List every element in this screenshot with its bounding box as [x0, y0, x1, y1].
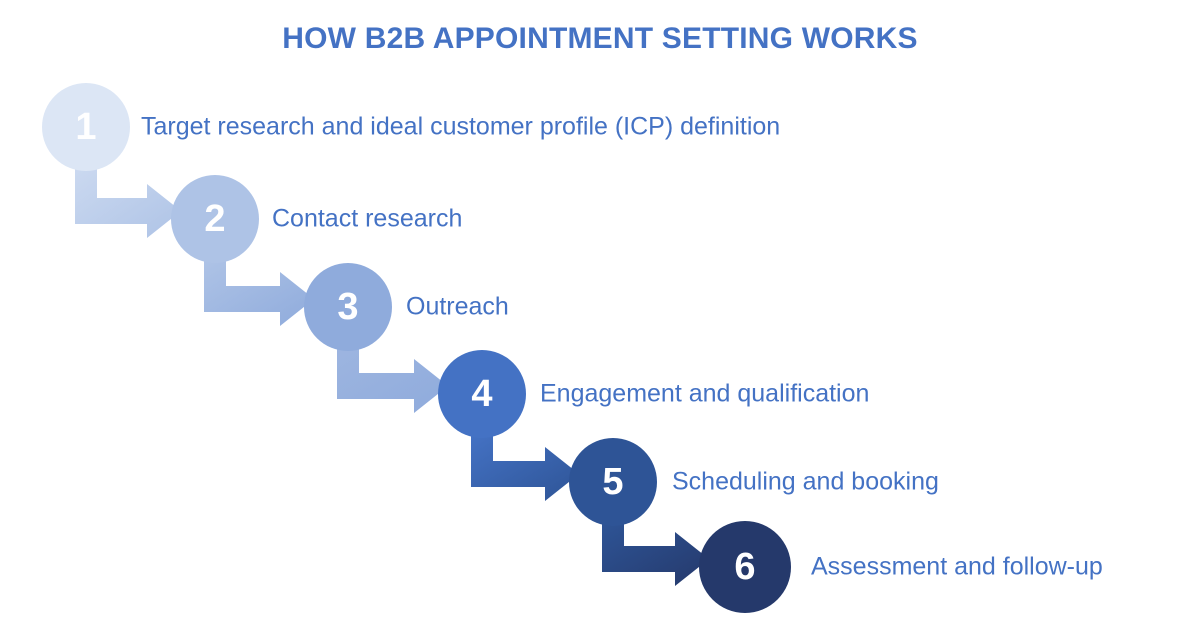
- arrow-5-to-6: [602, 522, 709, 586]
- arrow-3-to-4: [337, 347, 448, 413]
- step-circle-2[interactable]: 2: [171, 175, 259, 263]
- step-circle-5[interactable]: 5: [569, 438, 657, 526]
- step-label-6: Assessment and follow-up: [811, 552, 1103, 581]
- step-circle-6[interactable]: 6: [699, 521, 791, 613]
- step-number-2: 2: [204, 198, 226, 240]
- step-number-6: 6: [734, 546, 756, 588]
- step-number-4: 4: [471, 373, 493, 415]
- step-label-2: Contact research: [272, 204, 463, 233]
- arrow-4-to-5: [471, 434, 579, 501]
- step-circle-1[interactable]: 1: [42, 83, 130, 171]
- arrow-1-to-2: [75, 167, 181, 238]
- arrow-2-to-3: [204, 259, 314, 326]
- step-label-5: Scheduling and booking: [672, 467, 939, 496]
- step-label-4: Engagement and qualification: [540, 379, 870, 408]
- step-circle-3[interactable]: 3: [304, 263, 392, 351]
- step-number-5: 5: [602, 461, 624, 503]
- step-number-3: 3: [337, 286, 359, 328]
- step-circle-4[interactable]: 4: [438, 350, 526, 438]
- page-title: HOW B2B APPOINTMENT SETTING WORKS: [282, 22, 918, 55]
- step-number-1: 1: [75, 106, 97, 148]
- step-label-1: Target research and ideal customer profi…: [141, 112, 781, 141]
- step-label-3: Outreach: [406, 292, 509, 321]
